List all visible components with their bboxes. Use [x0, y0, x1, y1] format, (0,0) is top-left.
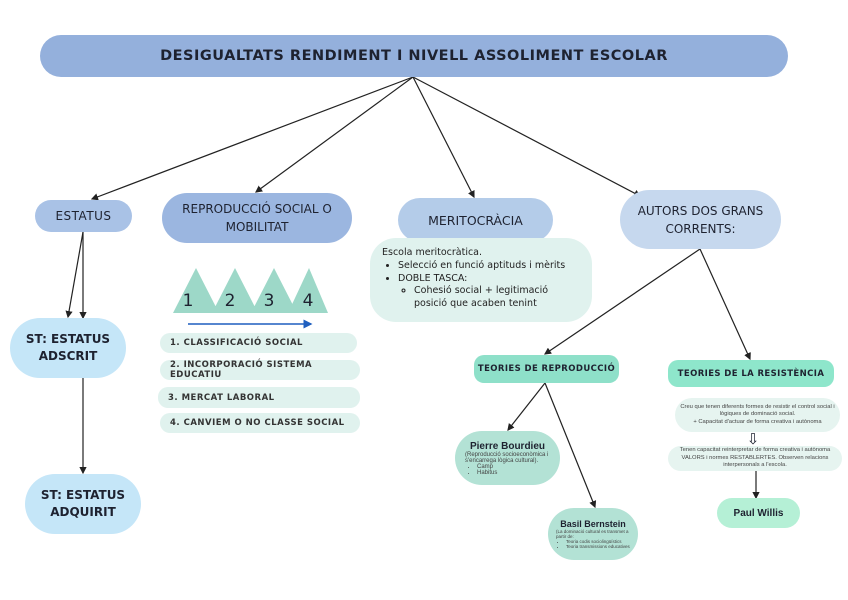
- node-reproduccio: REPRODUCCIÓ SOCIAL O MOBILITAT: [162, 193, 352, 243]
- merit-bullet-1: Selecció en funció aptituds i mèrits: [398, 260, 580, 273]
- triangle-label-3: 3: [263, 291, 275, 311]
- merit-intro: Escola meritocràtica.: [382, 247, 483, 258]
- node-meritocracia: MERITOCRÀCIA: [398, 198, 553, 242]
- step-4: 4. CANVIEM O NO CLASSE SOCIAL: [160, 413, 360, 433]
- bourdieu-item: Habitus: [477, 470, 497, 476]
- step-2: 2. INCORPORACIÓ SISTEMA EDUCATIU: [160, 360, 360, 380]
- node-bourdieu: Pierre Bourdieu (Reproducció socioeconòm…: [455, 431, 560, 485]
- bernstein-item: Teoria codis sociolingüístics: [566, 539, 630, 544]
- bourdieu-desc: (Reproducció socioeconòmica i s'encarreg…: [465, 451, 549, 464]
- triangle-label-4: 4: [302, 291, 314, 311]
- bernstein-desc: (La dominació cultural es transmet a par…: [556, 529, 629, 539]
- bernstein-item: Teoria transmissions educatives: [566, 544, 630, 549]
- meritocracia-box: Escola meritocràtica. Selecció en funció…: [370, 238, 592, 322]
- res-box1-bullet: + Capacitat d'actuar de forma creativa i…: [693, 418, 822, 425]
- bourdieu-name: Pierre Bourdieu: [469, 440, 546, 452]
- triangle-label-1: 1: [182, 291, 194, 311]
- node-teories-reproduccio: TEORIES DE REPRODUCCIÓ: [474, 355, 619, 383]
- node-st-adquirit: ST: ESTATUS ADQUIRIT: [25, 474, 141, 534]
- triangle-label-2: 2: [224, 291, 236, 311]
- down-arrow-icon: ⇩: [746, 429, 760, 448]
- node-bernstein: Basil Bernstein (La dominació cultural e…: [548, 508, 638, 560]
- node-estatus: ESTATUS: [35, 200, 132, 232]
- node-teories-resistencia: TEORIES DE LA RESISTÈNCIA: [668, 360, 834, 387]
- step-3: 3. MERCAT LABORAL: [158, 387, 360, 408]
- node-autors: AUTORS DOS GRANS CORRENTS:: [620, 190, 781, 249]
- merit-sub: Cohesió social + legitimació posició que…: [414, 285, 580, 311]
- main-title: DESIGUALTATS RENDIMENT I NIVELL ASSOLIME…: [40, 35, 788, 77]
- resistencia-box-2: Tenen capacitat reinterpretar de forma c…: [668, 446, 842, 471]
- node-paul-willis: Paul Willis: [717, 498, 800, 528]
- node-st-adscrit: ST: ESTATUS ADSCRIT: [10, 318, 126, 378]
- bernstein-name: Basil Bernstein: [560, 519, 626, 529]
- triangles: [173, 268, 328, 313]
- merit-bullet-2: DOBLE TASCA:: [398, 273, 580, 286]
- res-box1-text: Creu que tenen diferents formes de resis…: [680, 403, 835, 418]
- step-1: 1. CLASSIFICACIÓ SOCIAL: [160, 333, 357, 353]
- resistencia-box-1: Creu que tenen diferents formes de resis…: [675, 398, 840, 432]
- bourdieu-item: Camp: [477, 464, 497, 470]
